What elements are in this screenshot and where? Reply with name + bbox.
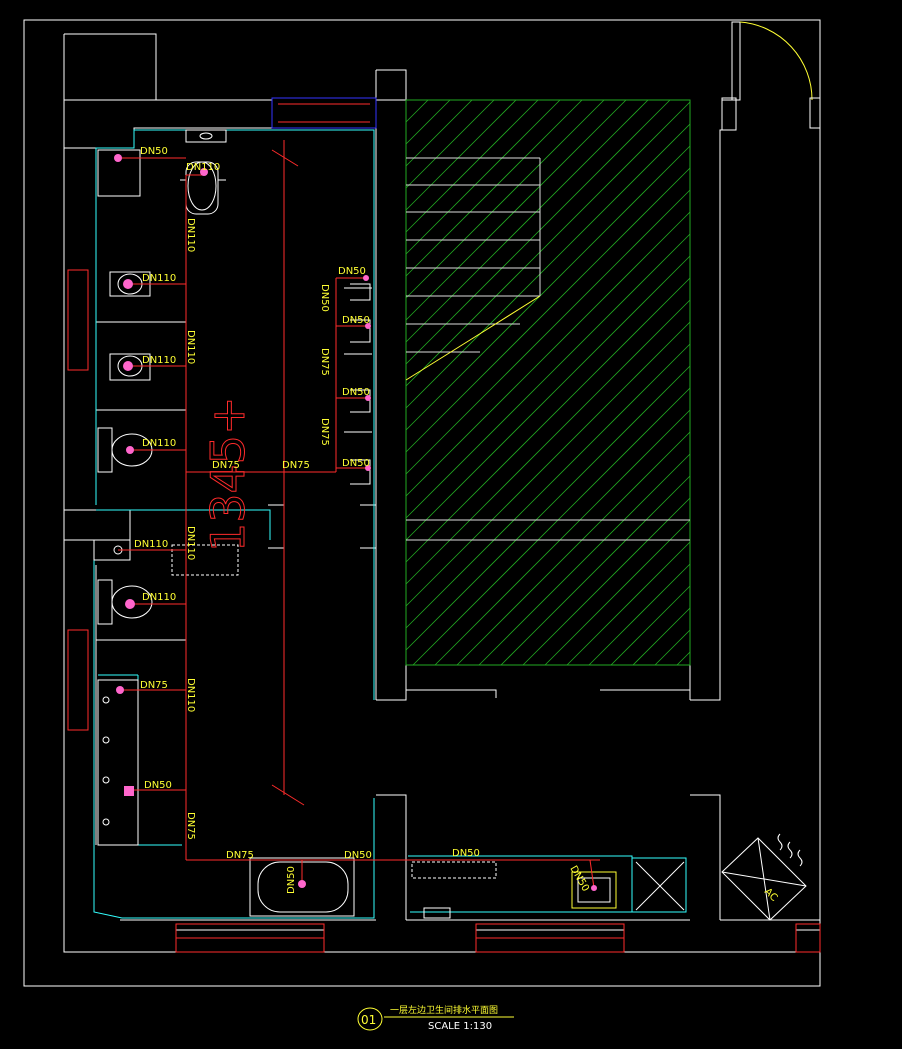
toilet-icon [97, 579, 153, 625]
pipe-label: DN75 [319, 348, 330, 376]
hatch-line [405, 99, 561, 255]
pipe-label: DN75 [140, 680, 168, 691]
hatch-line [405, 99, 671, 365]
hatch-line [405, 101, 691, 387]
pipe-label: DN75 [282, 460, 310, 471]
drawing-frame [23, 19, 821, 987]
drawing-scale: SCALE 1:130 [428, 1021, 492, 1032]
pipe-label: DN50 [286, 866, 297, 894]
hatch-line [632, 607, 691, 666]
hatch-line [405, 365, 691, 651]
pipe-label: DN75 [212, 460, 240, 471]
pipe-label: DN110 [186, 162, 220, 173]
hatch-line [405, 123, 691, 409]
room-outlines [93, 129, 687, 919]
pipe-label: DN50 [567, 864, 590, 894]
hatch-line [405, 99, 605, 299]
hatch-line [405, 99, 451, 145]
service-sink [171, 544, 239, 576]
pipe-label: DN75 [185, 812, 196, 840]
ac-label: AC [762, 886, 779, 903]
pipe-label: DN110 [185, 678, 196, 712]
hatch-line [544, 519, 691, 666]
shower-tray [97, 149, 141, 197]
pipe-label: DN110 [142, 438, 176, 449]
hatch-line [405, 233, 691, 519]
hatch-line [405, 277, 691, 563]
hatch-line [405, 99, 517, 211]
hatch-line [405, 299, 691, 585]
hatch-line [522, 497, 691, 666]
urinal-row [344, 283, 372, 485]
hatch-line [405, 321, 691, 607]
ac-unit-icon [721, 833, 807, 921]
hatch-line [500, 475, 691, 666]
hatch-line [405, 167, 691, 453]
pipe-label: DN75 [319, 418, 330, 446]
pipe-label: DN110 [185, 330, 196, 364]
sink-counter [97, 679, 139, 846]
pipe-label: DN110 [142, 355, 176, 366]
fixtures [93, 129, 685, 919]
drain-points [114, 154, 597, 891]
pipe-label: DN50 [452, 848, 480, 859]
hatch-line [412, 387, 691, 666]
hatch-line [405, 99, 583, 277]
pipe-label: DN50 [319, 284, 330, 312]
mop-sink [571, 871, 617, 909]
pipe-label: DN110 [134, 539, 168, 550]
windows [67, 97, 821, 953]
pipe-label: DN50 [342, 458, 370, 469]
hatch-line [405, 189, 691, 475]
floor-annotation: 1345+ [201, 396, 255, 552]
hatch-line [654, 629, 691, 666]
pipe-label: DN50 [140, 146, 168, 157]
hatch-line [434, 409, 691, 666]
stair-hatch-icon [405, 99, 691, 666]
pipe-label: DN75 [226, 850, 254, 861]
hatch-line [405, 255, 691, 541]
hatch-line [405, 99, 473, 167]
hatch-line [405, 211, 691, 497]
pipe-label: DN50 [342, 315, 370, 326]
hatch-line [588, 563, 691, 666]
hatch-line [676, 651, 691, 666]
hatch-line [405, 145, 691, 431]
pipe-label: DN110 [185, 526, 196, 560]
hatch-line [405, 99, 649, 343]
hatch-line [405, 99, 539, 233]
hatch-line [405, 343, 691, 629]
sink-icon [185, 129, 227, 143]
bathtub-icon [249, 857, 355, 917]
title-block: 01 一层左边卫生间排水平面图 SCALE 1:130 [357, 1004, 514, 1032]
hatch-line [456, 431, 691, 666]
door-icon [721, 21, 821, 131]
pipe-label: DN50 [144, 780, 172, 791]
pipe-label: DN110 [142, 273, 176, 284]
hatch-line [405, 99, 627, 321]
pipe-label: DN50 [338, 266, 366, 277]
hatch-line [566, 541, 691, 666]
drawing-number-circle [357, 1007, 383, 1031]
hatch-line [478, 453, 691, 666]
drain-pipes [118, 140, 600, 889]
hatch-line [610, 585, 691, 666]
wash-trough [411, 861, 497, 919]
hatch-line [405, 99, 495, 189]
pipe-label: DN50 [344, 850, 372, 861]
hatch-line [405, 99, 429, 123]
drawing-number: 01 [361, 1013, 376, 1027]
pipe-label: DN50 [342, 387, 370, 398]
pipe-label: DN110 [142, 592, 176, 603]
drawing-title: 一层左边卫生间排水平面图 [390, 1004, 498, 1016]
floor-drain-icon [635, 861, 685, 911]
walls [63, 20, 821, 953]
pipe-label: DN110 [185, 218, 196, 252]
